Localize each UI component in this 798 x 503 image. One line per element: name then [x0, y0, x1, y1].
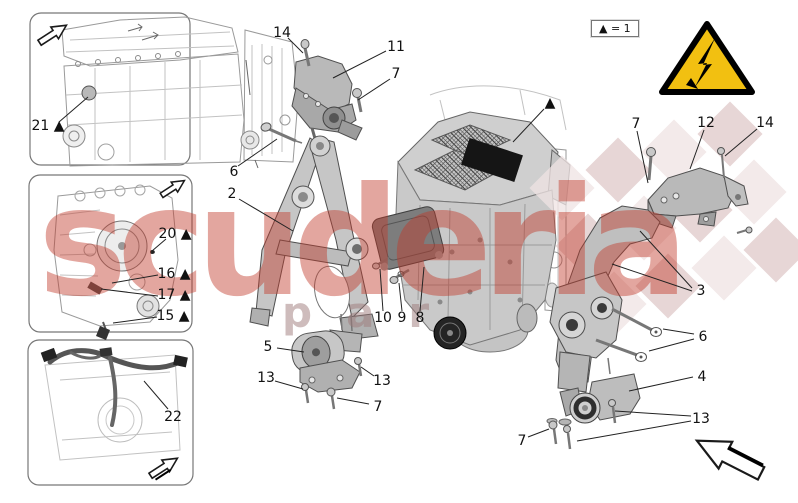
engine-mount-4 — [558, 357, 641, 426]
harness-inset-art — [40, 347, 188, 461]
bolt-7-bracket12 — [646, 147, 656, 181]
bolt-9 — [389, 268, 410, 284]
bolt-6-arm-a — [611, 307, 662, 337]
inset-box-engine-rear — [28, 174, 193, 333]
harness-connector — [40, 347, 58, 363]
legend-box: ▲ = 1 — [590, 19, 640, 38]
inset-box-harness — [27, 339, 194, 486]
bolt-7-mount4 — [546, 418, 558, 445]
direction-arrow-icon — [694, 439, 766, 482]
direction-arrow-icon — [36, 24, 68, 47]
legend-text: ▲ = 1 — [599, 22, 631, 35]
engine-mount-5 — [291, 313, 363, 393]
bolt-14-right — [717, 147, 725, 179]
engine-front-view-art — [61, 16, 299, 169]
bolt-7-bracket11 — [352, 88, 363, 113]
high-voltage-warning-icon — [659, 21, 755, 95]
harness-connector — [173, 354, 188, 368]
mounting-bracket-11 — [291, 55, 363, 148]
bolt-7-mount5 — [326, 387, 336, 410]
bolt-13-mount4-b — [563, 425, 572, 450]
bolt-13-mount4-a — [608, 399, 617, 424]
bolt-side-bracket12 — [736, 226, 753, 234]
part-20-target — [150, 250, 154, 254]
part-21-target — [81, 85, 97, 101]
bolt-10 — [372, 256, 390, 270]
support-arm-3 — [549, 205, 661, 393]
bolt-13-mid — [354, 357, 363, 377]
direction-arrow-icon — [147, 457, 179, 481]
motor-label-plate — [461, 138, 523, 182]
bracket-plate-8 — [371, 206, 445, 271]
bolt-6-arm-b — [595, 338, 647, 362]
direction-arrow-icon — [159, 179, 186, 199]
a-frame-bracket-2 — [249, 135, 379, 341]
part-15-target — [96, 326, 110, 340]
bolt-13-left — [301, 383, 310, 404]
part-17-target — [87, 281, 103, 295]
bolt-6-upper — [260, 122, 303, 144]
engine-rear-view-art — [53, 184, 179, 340]
harness-connector — [99, 347, 113, 357]
